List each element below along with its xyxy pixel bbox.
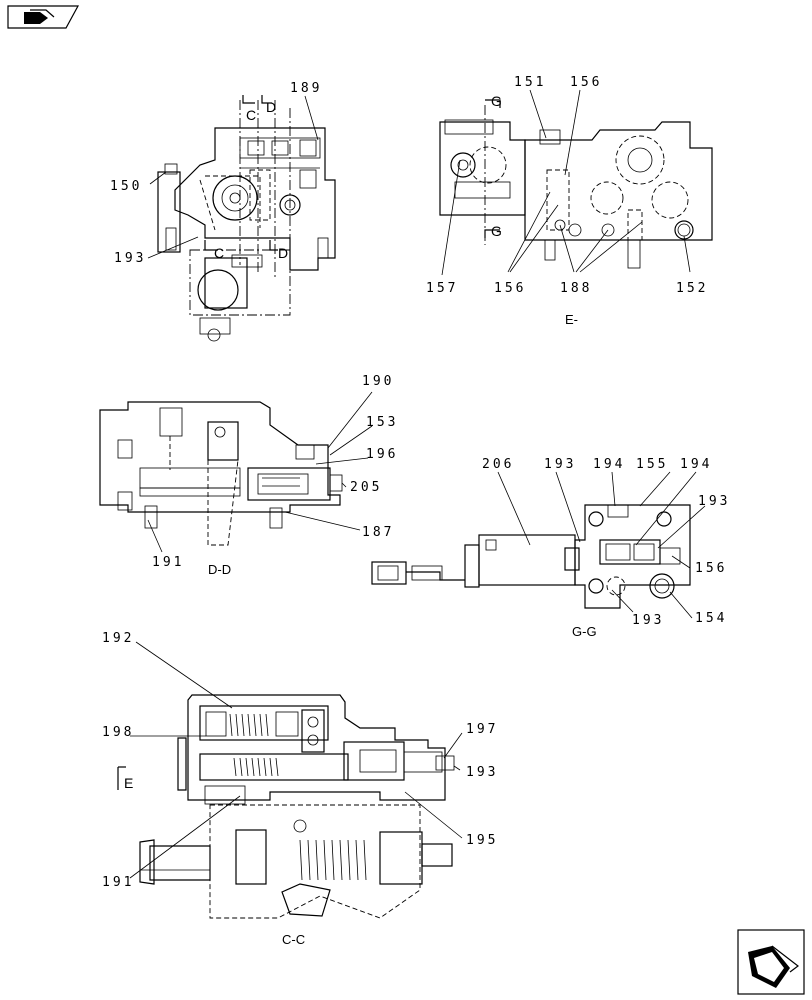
section-marker-c-top: C xyxy=(246,107,256,123)
callout-191: 191 xyxy=(152,555,184,570)
book-nav-icon[interactable] xyxy=(7,5,80,29)
callout-193: 193 xyxy=(466,765,498,780)
section-marker-d-bottom: D xyxy=(278,245,288,261)
callout-193-c: 193 xyxy=(632,613,664,628)
section-marker-c-bottom: C xyxy=(214,245,224,261)
next-page-arrow-icon[interactable] xyxy=(737,929,805,995)
callout-191: 191 xyxy=(102,875,134,890)
callout-193: 193 xyxy=(114,251,146,266)
callout-190: 190 xyxy=(362,374,394,389)
section-marker-g-top: G xyxy=(491,93,502,109)
callout-194-b: 194 xyxy=(680,457,712,472)
callout-155: 155 xyxy=(636,457,668,472)
callout-156: 156 xyxy=(695,561,727,576)
callout-206: 206 xyxy=(482,457,514,472)
section-marker-e: E xyxy=(124,775,133,791)
section-marker-d-top: D xyxy=(266,99,276,115)
view-title-e: E- xyxy=(565,312,578,327)
callout-194-a: 194 xyxy=(593,457,625,472)
view-g-g: 206 193 194 155 194 193 156 193 154 G-G xyxy=(371,457,730,639)
view-title-d-d: D-D xyxy=(208,562,231,577)
top-right-view: G G 151 156 157 156 188 152 E- xyxy=(426,75,713,327)
callout-156-bottom: 156 xyxy=(494,281,526,296)
view-d-d: 190 153 196 205 187 191 D-D xyxy=(99,374,398,577)
callout-197: 197 xyxy=(466,722,498,737)
callout-189: 189 xyxy=(290,81,322,96)
callout-198: 198 xyxy=(102,725,134,740)
callout-152: 152 xyxy=(676,281,708,296)
callout-188: 188 xyxy=(560,281,592,296)
callout-205: 205 xyxy=(350,480,382,495)
callout-192: 192 xyxy=(102,631,134,646)
top-left-view: C D C D 189 150 193 xyxy=(110,81,336,342)
callout-193-b: 193 xyxy=(698,494,730,509)
view-title-c-c: C-C xyxy=(282,932,305,947)
callout-153: 153 xyxy=(366,415,398,430)
callout-156-top: 156 xyxy=(570,75,602,90)
callout-157: 157 xyxy=(426,281,458,296)
callout-193-a: 193 xyxy=(544,457,576,472)
callout-154: 154 xyxy=(695,611,727,626)
callout-196: 196 xyxy=(366,447,398,462)
callout-195: 195 xyxy=(466,833,498,848)
view-title-g-g: G-G xyxy=(572,624,597,639)
callout-150: 150 xyxy=(110,179,142,194)
view-c-c: E 192 198 197 193 195 191 C-C xyxy=(102,631,498,947)
callout-151: 151 xyxy=(514,75,546,90)
section-marker-g-bottom: G xyxy=(491,223,502,239)
callout-187: 187 xyxy=(362,525,394,540)
